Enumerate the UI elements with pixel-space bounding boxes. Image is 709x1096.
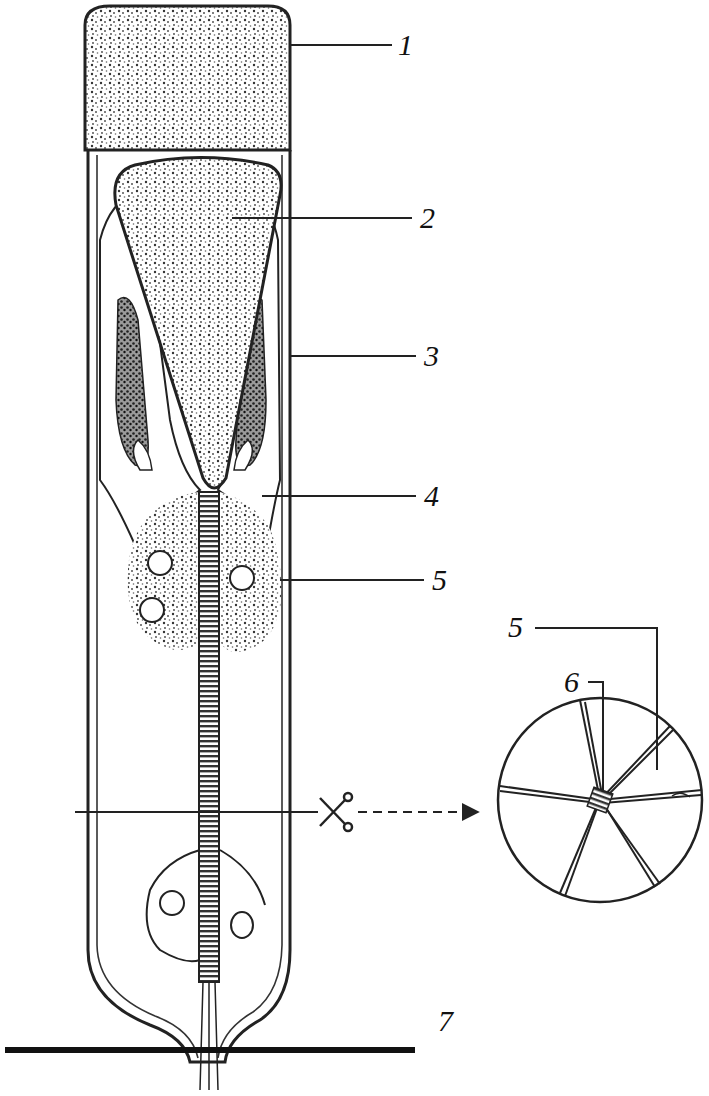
sheath-outline xyxy=(88,150,290,1062)
callout-number: 5 xyxy=(432,565,447,595)
retinula-cell xyxy=(128,492,200,650)
callout-number: 6 xyxy=(564,667,579,697)
pigment-granules xyxy=(116,298,148,466)
axon-bundle xyxy=(200,982,218,1090)
callout-number: 4 xyxy=(424,481,439,511)
callout-number: 2 xyxy=(420,203,435,233)
callout-number: 3 xyxy=(424,341,439,371)
basement-membrane xyxy=(5,1047,415,1053)
section-arrow xyxy=(358,811,478,813)
leader-lines xyxy=(232,45,657,792)
corneal-lens xyxy=(85,6,290,150)
rhabdom xyxy=(199,492,219,982)
cross-section xyxy=(498,698,702,902)
cell-nucleus xyxy=(148,551,172,575)
cell-nucleus xyxy=(230,566,254,590)
scissors-symbol xyxy=(320,793,352,831)
retinula-cell xyxy=(220,492,281,652)
cell-nucleus xyxy=(160,891,184,915)
callout-number: 7 xyxy=(438,1006,453,1036)
section-line xyxy=(75,811,318,813)
callout-number: 1 xyxy=(398,30,413,60)
cell-nucleus xyxy=(231,912,253,938)
crystalline-cone xyxy=(115,158,281,489)
callout-number: 5 xyxy=(508,612,523,642)
sheath-inner-line xyxy=(97,155,282,1058)
cell-nucleus xyxy=(140,598,164,622)
